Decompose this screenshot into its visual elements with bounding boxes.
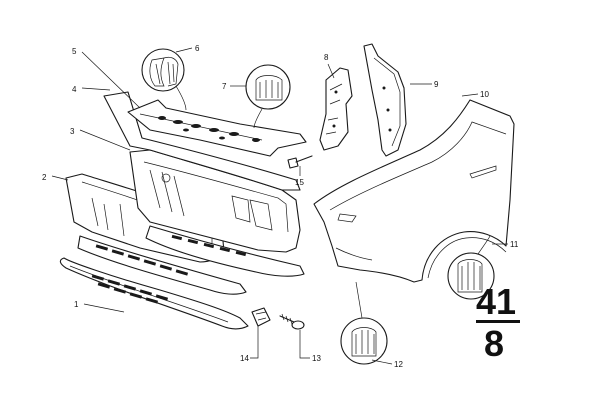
callout-4: 4 [72, 85, 77, 94]
callout-1: 1 [74, 300, 79, 309]
section-number: 41 8 [476, 281, 520, 364]
part-3-vent-slots [171, 234, 247, 257]
part-10-fender [313, 99, 515, 283]
callout-14: 14 [240, 354, 249, 363]
callout-3: 3 [70, 127, 75, 136]
part-12-trim-detail [340, 281, 388, 365]
callout-10: 10 [480, 90, 489, 99]
part-2-vent-slots [95, 244, 189, 276]
callout-7: 7 [222, 82, 227, 91]
part-11-trim-detail [447, 235, 495, 300]
part-13-screw [279, 313, 305, 330]
part-15-bolt [287, 155, 313, 169]
callout-11: 11 [510, 240, 519, 249]
callout-5: 5 [72, 47, 77, 56]
part-6-seal-detail [141, 48, 187, 111]
section-sheet-number: 8 [484, 323, 504, 364]
section-divider [476, 320, 520, 323]
callout-9: 9 [434, 80, 439, 89]
part-8-bracket [319, 67, 353, 151]
part-1-lower-spoiler [59, 257, 249, 330]
callout-12: 12 [394, 360, 403, 369]
callout-8: 8 [324, 53, 329, 62]
leader-lines [51, 47, 508, 365]
part-1-vent-slots [91, 274, 169, 304]
callout-15: 15 [295, 178, 304, 187]
part-7-seal-detail [245, 64, 291, 129]
callout-6: 6 [195, 44, 200, 53]
callout-labels: 1 2 3 4 5 6 7 8 9 10 11 12 13 14 15 [42, 44, 519, 369]
part-5-top-crossmember [127, 99, 307, 157]
callout-2: 2 [42, 173, 47, 182]
part-3-grille-panel [129, 149, 305, 277]
part-9-side-panel [363, 43, 407, 157]
section-group-number: 41 [476, 281, 516, 322]
callout-13: 13 [312, 354, 321, 363]
part-5-holes [158, 116, 260, 142]
part-14-clip [251, 307, 271, 327]
